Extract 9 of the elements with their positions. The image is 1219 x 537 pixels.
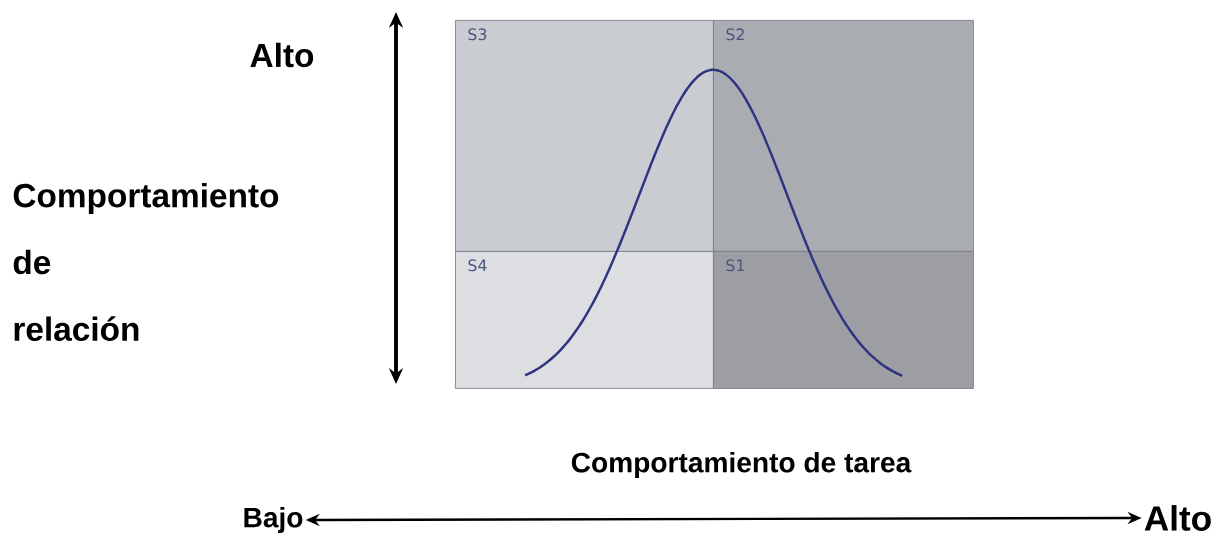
quadrant-box: S3 [455,20,714,252]
axis-end-label: Alto [1144,505,1211,531]
axis-title: Comportamiento de relación [13,182,279,342]
axis-end-label: Bajo [244,506,303,534]
quadrant-box: S2 [713,20,974,252]
quadrant-box: S4 [455,251,714,389]
axis-title: Alto [250,42,314,68]
axis-title: Comportamiento de tarea [571,451,912,479]
quadrant-box: S1 [713,251,974,389]
